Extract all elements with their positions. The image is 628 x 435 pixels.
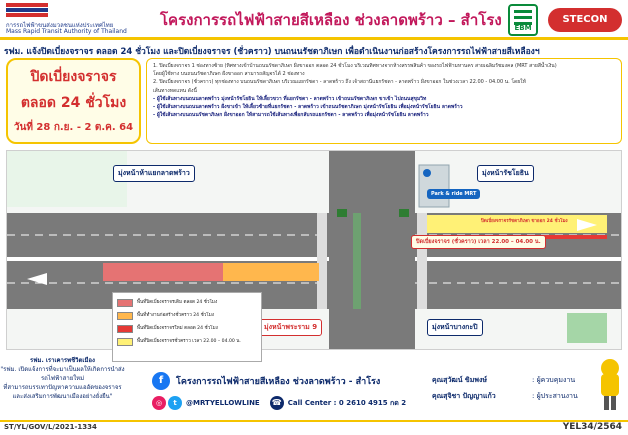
ebm-logo-text: EBM	[514, 24, 532, 32]
closure-area-24h	[103, 263, 223, 281]
closure-details: 1. ปิดเบี่ยงจราจร 1 ช่องทางซ้าย (ทิศทางเ…	[146, 58, 622, 144]
legend-item: พื้นที่ทำงานก่อสร้างชั่วคราว 24 ชั่วโมง	[117, 309, 257, 322]
route-item-1: - ผู้ใช้เส้นทางบนถนนลาดพร้าว มุ่งหน้ารัช…	[153, 95, 427, 102]
note-item-2: 2. ปิดเบี่ยงจราจร (ชั่วคราว) ทุกช่องทาง …	[153, 79, 526, 86]
closure-summary-box: ปิดเบี่ยงจราจร ตลอด 24 ชั่วโมง วันที่ 28…	[6, 58, 141, 144]
legend-label: พื้นที่ทำงานก่อสร้างชั่วคราว 24 ชั่วโมง	[137, 313, 214, 318]
temp-closure-area	[427, 215, 607, 233]
closure-banner-small: ปิดเบี่ยงจราจรรัชดาภิเษก ขาออก 24 ชั่วโม…	[481, 219, 568, 224]
announcement-subheading: รฟม. แจ้งปิดเบี่ยงจราจร ตลอด 24 ชั่วโมง …	[4, 47, 540, 57]
slogan-line: "รฟม. เปิดแจ้งการที่จะมาเป็นผลให้เกิดการ…	[0, 366, 125, 382]
direction-label-southwest: มุ่งหน้าพระราม 9	[259, 319, 323, 336]
contact-name: คุณสุจิชา ปัญญาแก้ว	[432, 392, 496, 400]
work-area-24h	[223, 263, 319, 281]
facebook-page-name: โครงการรถไฟฟ้าสายสีเหลือง ช่วงลาดพร้าว -…	[176, 377, 381, 387]
map-legend: พื้นที่ปิดเบี่ยงจราจรเดิม ตลอด 24 ชั่วโม…	[112, 292, 262, 362]
slogan-line: และส่งเสริมการพัฒนาเมืองอย่างยั่งยืน"	[12, 393, 113, 400]
closure-duration: ตลอด 24 ชั่วโมง	[20, 95, 127, 111]
direction-label-northeast: มุ่งหน้ารัชโยธิน	[477, 165, 534, 182]
direction-label-northwest: มุ่งหน้าห้าแยกลาดพร้าว	[113, 165, 195, 182]
phone-icon: ☎	[269, 396, 284, 410]
note-item-1: 1. ปิดเบี่ยงจราจร 1 ช่องทางซ้าย (ทิศทางเ…	[153, 63, 557, 69]
note-item-1b: โดยผู้ใช้ทาง บนถนนรัชดาภิเษก ฝั่งขาออก ส…	[153, 71, 305, 78]
road-diagram	[7, 151, 621, 349]
direction-label-southeast: มุ่งหน้าบางกะปิ	[427, 319, 483, 336]
legend-item: พื้นที่ปิดเบี่ยงจราจรใหม่ ตลอด 24 ชั่วโม…	[117, 322, 257, 335]
twitter-icon[interactable]: t	[168, 396, 182, 410]
legend-label: พื้นที่ปิดเบี่ยงจราจรชั่วคราว เวลา 22.00…	[137, 339, 241, 344]
page-title: โครงการรถไฟฟ้าสายสีเหลือง ช่วงลาดพร้าว –…	[160, 11, 502, 29]
contact-role: : ผู้ควบคุมงาน	[532, 376, 576, 384]
facebook-icon: f	[152, 372, 170, 390]
contact-name: คุณสุวัฒน์ ขิมพงษ์	[432, 376, 487, 384]
contact-role: : ผู้ประสานงาน	[532, 392, 578, 400]
closure-banner: ปิดเบี่ยงจราจร (ชั่วคราว) เวลา 22.00 – 0…	[411, 235, 546, 249]
legend-swatch-icon	[117, 311, 133, 320]
mrta-logo-mark-icon	[6, 3, 48, 17]
route-item-3: - ผู้ใช้เส้นทางบนถนนรัชดาภิเษก ฝั่งขาออก…	[153, 112, 429, 119]
facebook-link[interactable]: f โครงการรถไฟฟ้าสายสีเหลือง ช่วงลาดพร้าว…	[152, 372, 380, 390]
park-ride-label: Park & ride MRT	[427, 189, 481, 199]
route-item-2: - ผู้ใช้เส้นทางบนถนนลาดพร้าว ฝั่งขาเข้า …	[153, 104, 463, 111]
social-links: ◎ t @MRTYELLOWLINE ☎ Call Center : 0 261…	[152, 396, 406, 410]
instagram-icon[interactable]: ◎	[152, 396, 166, 410]
document-code: ST/YL/GOV/L/2021-1334	[4, 423, 97, 431]
worker-mascot-icon	[601, 359, 619, 410]
social-handle[interactable]: @MRTYELLOWLINE	[186, 399, 260, 407]
mrta-name-en: Mass Rapid Transit Authority of Thailand	[6, 28, 127, 35]
call-center[interactable]: Call Center : 0 2610 4915 กด 2	[287, 398, 407, 407]
closure-dates: วันที่ 28 ก.ย. - 2 ต.ค. 64	[13, 122, 134, 133]
mrta-name-th: การรถไฟฟ้าขนส่งมวลชนแห่งประเทศไทย	[6, 22, 114, 29]
note-item-2b: เส้นทางทดแทน ดังนี้	[153, 87, 197, 94]
legend-swatch-icon	[117, 298, 133, 307]
legend-item: พื้นที่ปิดเบี่ยงจราจรเดิม ตลอด 24 ชั่วโม…	[117, 296, 257, 309]
slogan-line: ที่สามารถบรรเทาปัญหาความแออัดของจราจร	[3, 384, 122, 391]
slogan: รฟม. เราเคารพชีวิตเมือง "รฟม. เปิดแจ้งกา…	[0, 356, 125, 401]
reference-number: YEL34/2564	[562, 422, 622, 432]
legend-item: พื้นที่ปิดเบี่ยงจราจรชั่วคราว เวลา 22.00…	[117, 335, 257, 348]
header: การรถไฟฟ้าขนส่งมวลชนแห่งประเทศไทย Mass R…	[0, 0, 628, 40]
mrta-logo: การรถไฟฟ้าขนส่งมวลชนแห่งประเทศไทย Mass R…	[6, 3, 146, 37]
traffic-map: มุ่งหน้าห้าแยกลาดพร้าว มุ่งหน้ารัชโยธิน …	[6, 150, 622, 350]
legend-label: พื้นที่ปิดเบี่ยงจราจรใหม่ ตลอด 24 ชั่วโม…	[137, 326, 218, 331]
legend-swatch-icon	[117, 337, 133, 346]
slogan-line: รฟม. เราเคารพชีวิตเมือง	[30, 357, 95, 364]
contacts: คุณสุวัฒน์ ขิมพงษ์ : ผู้ควบคุมงาน คุณสุจิ…	[432, 372, 578, 404]
contact-row: คุณสุวัฒน์ ขิมพงษ์ : ผู้ควบคุมงาน	[432, 372, 578, 388]
legend-label: พื้นที่ปิดเบี่ยงจราจรเดิม ตลอด 24 ชั่วโม…	[137, 300, 218, 305]
closure-title: ปิดเบี่ยงจราจร	[30, 69, 117, 85]
legend-swatch-icon	[117, 324, 133, 333]
contact-row: คุณสุจิชา ปัญญาแก้ว : ผู้ประสานงาน	[432, 388, 578, 404]
ebm-logo: EBM	[508, 4, 538, 36]
lat-phrao-road	[329, 151, 415, 349]
ebm-logo-icon	[514, 10, 532, 25]
stecon-logo: STECON	[548, 8, 622, 32]
footer-divider	[0, 420, 628, 422]
